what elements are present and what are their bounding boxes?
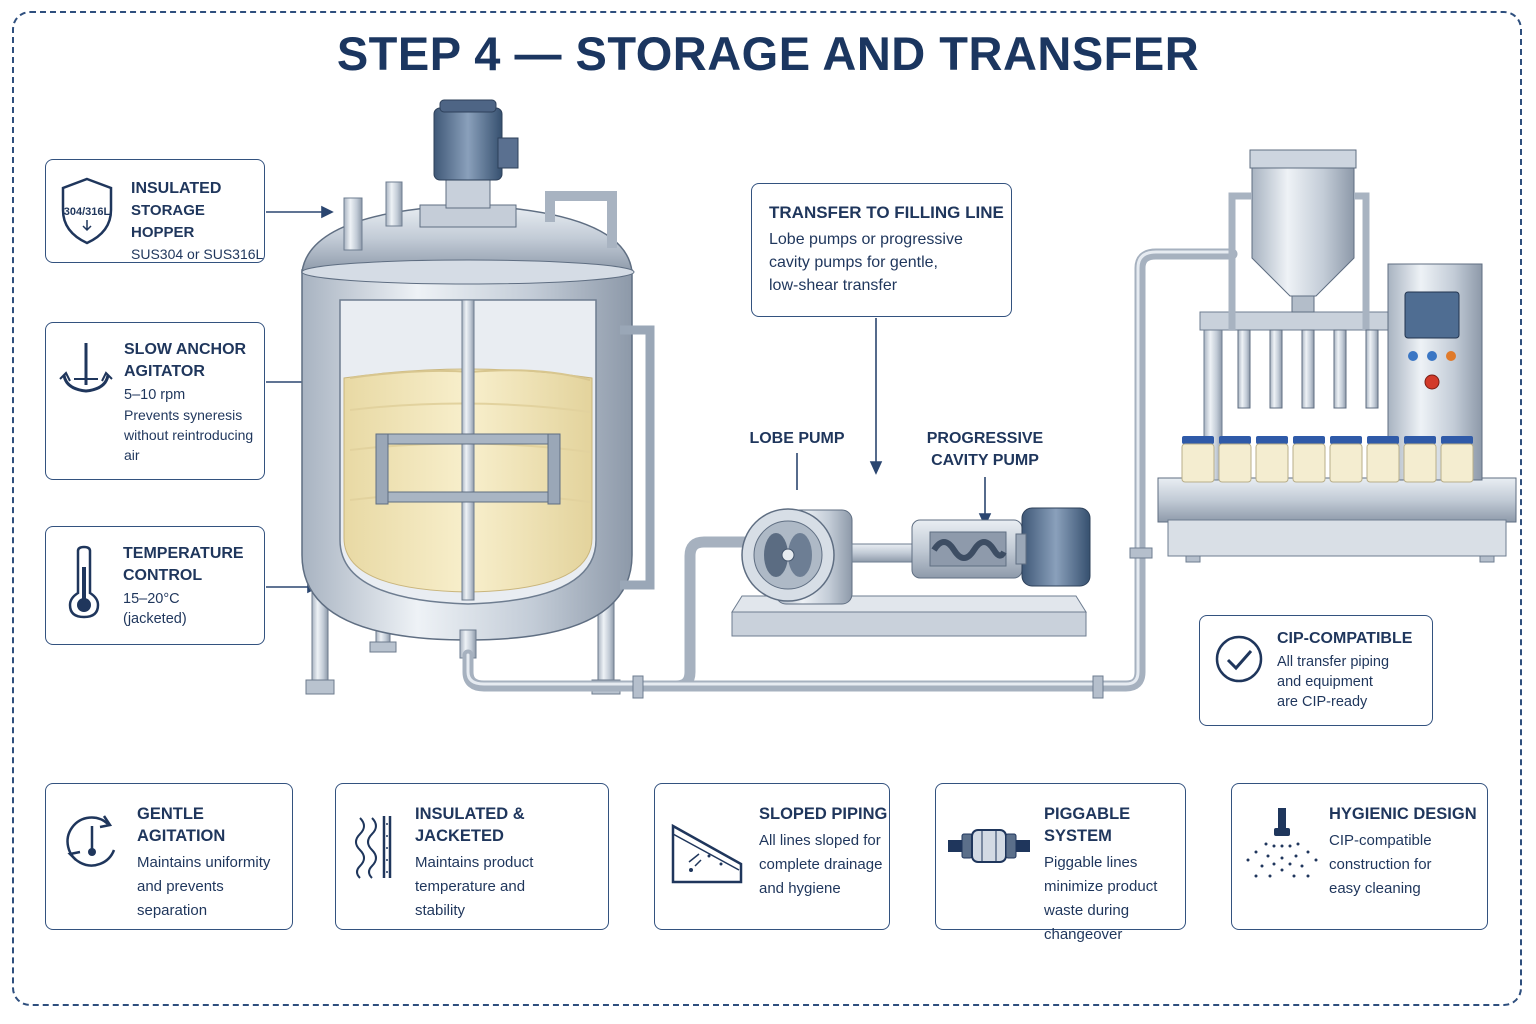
- feature-body-line: stability: [415, 902, 466, 919]
- feature-sloped-piping: SLOPED PIPING All lines sloped for compl…: [654, 783, 890, 930]
- pump-label-line: PROGRESSIVE: [926, 430, 1044, 447]
- pig-icon: [946, 826, 1032, 871]
- feature-body-line: separation: [137, 902, 208, 919]
- insulation-icon: [354, 814, 404, 885]
- feature-body-line: Maintains uniformity: [137, 854, 271, 871]
- feature-body-line: and prevents: [137, 878, 224, 895]
- jars: [1181, 436, 1474, 483]
- cip-body-line: and equipment: [1277, 674, 1373, 690]
- pump-skid: [731, 507, 1091, 637]
- callout-storage-hopper: 304/316L INSULATED STORAGE HOPPER SUS304…: [45, 159, 265, 263]
- callout-transfer-filling-line: TRANSFER TO FILLING LINE Lobe pumps or p…: [751, 183, 1012, 317]
- feature-piggable-system: PIGGABLE SYSTEM Piggable lines minimize …: [935, 783, 1186, 943]
- transfer-body-line: low-shear transfer: [769, 277, 898, 294]
- feature-body-line: minimize product: [1044, 878, 1158, 895]
- callout-title-line: TEMPERATURE: [123, 545, 244, 562]
- feature-title: HYGIENIC DESIGN: [1329, 805, 1477, 823]
- page-title: STEP 4 — STORAGE AND TRANSFER: [336, 27, 1200, 80]
- anchor-icon: [58, 341, 114, 406]
- feature-hygienic-design: HYGIENIC DESIGN CIP-compatible construct…: [1231, 783, 1488, 930]
- callout-body-line: Prevents syneresis: [124, 407, 243, 423]
- progressive-cavity-pump-label: PROGRESSIVE CAVITY PUMP: [915, 428, 1055, 472]
- dashed-frame: [12, 11, 1522, 1006]
- callout-title-line: SLOW ANCHOR: [124, 341, 247, 358]
- feature-body-line: complete drainage: [759, 856, 883, 873]
- callout-body-line: 15–20°C: [123, 591, 180, 607]
- feature-body-line: CIP-compatible: [1329, 832, 1432, 849]
- shield-icon-text: 304/316L: [64, 206, 111, 218]
- rotation-icon: [62, 810, 122, 877]
- spray-nozzle-icon: [1244, 806, 1320, 887]
- callout-body-line: air: [124, 447, 140, 463]
- feature-body-line: Piggable lines: [1044, 854, 1138, 871]
- feature-body-line: Maintains product: [415, 854, 534, 871]
- feature-body-line: waste during: [1044, 902, 1130, 919]
- feature-title: INSULATED & JACKETED: [415, 805, 525, 845]
- callout-body-line: 5–10 rpm: [124, 387, 186, 403]
- pump-label-line: CAVITY PUMP: [931, 452, 1039, 469]
- callout-title-line: STORAGE HOPPER: [131, 202, 205, 241]
- feature-body-line: All lines sloped for: [759, 832, 881, 849]
- feature-body-line: and hygiene: [759, 880, 841, 897]
- callout-title-line: CONTROL: [123, 567, 203, 584]
- cip-body-line: are CIP-ready: [1277, 694, 1368, 710]
- slope-icon: [669, 820, 745, 893]
- transfer-body-line: cavity pumps for gentle,: [769, 254, 938, 271]
- feature-title: GENTLE AGITATION: [137, 805, 226, 845]
- callout-temperature-control: TEMPERATURE CONTROL 15–20°C (jacketed): [45, 526, 265, 645]
- thermometer-icon: [66, 545, 102, 624]
- feature-title: PIGGABLE SYSTEM: [1044, 805, 1131, 845]
- feature-insulated-jacketed: INSULATED & JACKETED Maintains product t…: [335, 783, 609, 930]
- transfer-title: TRANSFER TO FILLING LINE: [769, 203, 1004, 222]
- callout-title-line: AGITATOR: [124, 363, 205, 380]
- checkmark-icon: [1214, 634, 1264, 689]
- feature-gentle-agitation: GENTLE AGITATION Maintains uniformity an…: [45, 783, 293, 930]
- cip-title: CIP-COMPATIBLE: [1277, 630, 1413, 647]
- storage-hopper-tank: [301, 99, 655, 695]
- filling-machine: [1157, 149, 1517, 563]
- callout-body-line: SUS304 or SUS316L: [131, 246, 264, 262]
- shield-icon: 304/316L: [58, 176, 116, 251]
- cip-body-line: All transfer piping: [1277, 654, 1390, 670]
- callout-anchor-agitator: SLOW ANCHOR AGITATOR 5–10 rpm Prevents s…: [45, 322, 265, 480]
- transfer-body-line: Lobe pumps or progressive: [769, 231, 963, 248]
- feature-body-line: temperature and: [415, 878, 526, 895]
- callout-body-line: (jacketed): [123, 611, 187, 627]
- callout-cip-compatible: CIP-COMPATIBLE All transfer piping and e…: [1199, 615, 1433, 726]
- callout-body-line: without reintroducing: [124, 427, 254, 443]
- feature-body-line: easy cleaning: [1329, 880, 1421, 897]
- feature-body-line: construction for: [1329, 856, 1432, 873]
- callout-title-line: INSULATED: [131, 180, 222, 197]
- feature-body-line: changeover: [1044, 926, 1123, 943]
- lobe-pump-label: LOBE PUMP: [749, 430, 845, 447]
- feature-title: SLOPED PIPING: [759, 805, 888, 823]
